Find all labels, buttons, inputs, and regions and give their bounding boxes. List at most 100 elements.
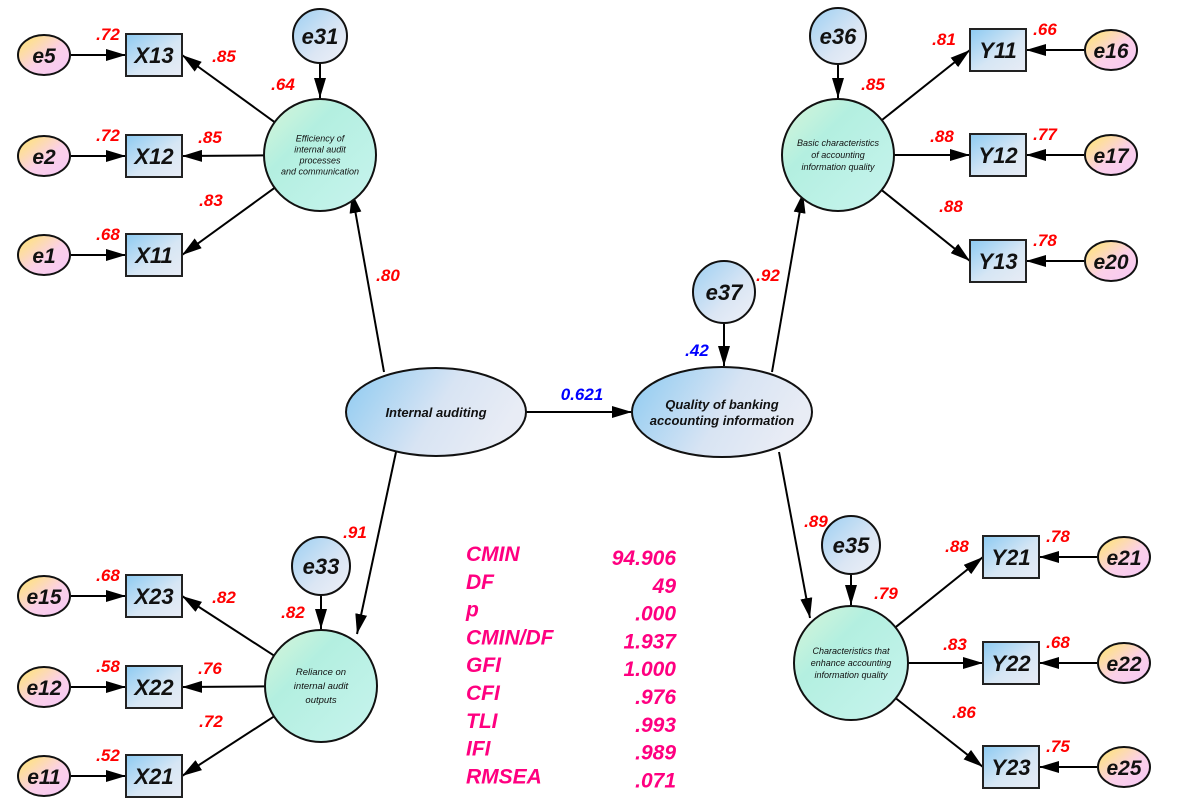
indicator-r2-y11: .66 — [1033, 20, 1057, 39]
error-term-e2 — [17, 135, 71, 177]
loading-arrow-y13 — [881, 189, 971, 262]
factor-r2-ce: .79 — [874, 584, 898, 603]
indicator-label-y22: Y22 — [991, 651, 1031, 676]
disturbance-e35 — [821, 515, 881, 575]
latent-factor-label-line: Reliance on — [296, 667, 346, 678]
indicator-label-x23: X23 — [132, 584, 173, 609]
fit-index-name: IFI — [466, 738, 492, 761]
loading-arrow-x21 — [181, 715, 275, 777]
second-order-path-re — [355, 451, 397, 635]
fit-index-value: .976 — [635, 686, 676, 709]
error-term-e12 — [17, 666, 71, 708]
indicator-label-y23: Y23 — [991, 755, 1030, 780]
loading-arrow-y23 — [895, 697, 984, 768]
latent-factor-label-line: information quality — [801, 162, 875, 172]
indicator-box-y22 — [982, 641, 1040, 685]
indicator-box-y13 — [969, 239, 1027, 283]
paths-layer — [71, 44, 1097, 782]
indicator-label-y13: Y13 — [978, 249, 1017, 274]
fit-index-value: .000 — [635, 603, 676, 626]
indicator-box-y21 — [982, 535, 1040, 579]
error-label-e5: e5 — [32, 45, 56, 68]
disturbance-label-e36: e36 — [820, 24, 857, 49]
indicator-r2-x11: .68 — [96, 225, 120, 244]
second-order-loading-ce: .89 — [804, 512, 828, 531]
loading-arrow-x13 — [181, 54, 276, 123]
indicator-label-x11: X11 — [133, 243, 173, 268]
indicator-label-y12: Y12 — [978, 143, 1018, 168]
latent-factor-label-line: processes — [298, 156, 341, 166]
fit-index-name: TLI — [466, 710, 499, 733]
latent-factor-label-line: internal audit — [294, 145, 346, 155]
indicator-box-x11 — [125, 233, 183, 277]
fit-index-name: CMIN — [466, 543, 520, 566]
second-order-loading-bc: .92 — [756, 266, 780, 285]
error-term-e21 — [1097, 536, 1151, 578]
fit-index-value: .989 — [635, 742, 676, 765]
second-order-loading-ef: .80 — [376, 266, 400, 285]
error-term-e1 — [17, 234, 71, 276]
indicator-box-x22 — [125, 665, 183, 709]
latent-factor-label-line: Characteristics that — [812, 646, 890, 656]
latent-factor-re — [264, 629, 378, 743]
error-label-e17: e17 — [1093, 145, 1129, 168]
loading-x11: .83 — [199, 191, 223, 210]
indicator-r2-x23: .68 — [96, 566, 120, 585]
indicator-label-x12: X12 — [132, 144, 174, 169]
loading-x21: .72 — [199, 712, 223, 731]
loading-x13: .85 — [212, 47, 236, 66]
fit-index-name: DF — [466, 571, 495, 594]
indicator-box-y11 — [969, 28, 1027, 72]
second-order-path-bc — [771, 192, 806, 373]
indicator-label-x21: X21 — [132, 764, 173, 789]
indicator-label-x22: X22 — [132, 675, 174, 700]
latent-factor-label-line: Basic characteristics — [797, 138, 880, 148]
labels-layer: 0.621X13e5.72.85X12e2.72.85X11e1.68.83Ef… — [26, 20, 1141, 789]
fit-index-name: GFI — [466, 654, 502, 677]
error-term-e15 — [17, 575, 71, 617]
loading-arrow-y11 — [881, 49, 971, 121]
indicator-r2-y12: .77 — [1033, 125, 1058, 144]
indicator-r2-x22: .58 — [96, 657, 120, 676]
factor-r2-re: .82 — [281, 603, 305, 622]
disturbance-label-e35: e35 — [833, 533, 870, 558]
fit-index-value: .071 — [635, 769, 676, 792]
indicator-label-y11: Y11 — [979, 38, 1017, 63]
fit-index-value: 1.000 — [623, 658, 676, 681]
loading-arrow-x23 — [181, 595, 275, 657]
loading-arrow-x12 — [181, 149, 265, 162]
fit-index-value: 94.906 — [612, 547, 677, 570]
disturbance-e36 — [809, 7, 867, 65]
error-term-e17 — [1084, 134, 1138, 176]
main-latent-ia — [345, 367, 527, 457]
indicator-box-x23 — [125, 574, 183, 618]
fit-index-value: 49 — [652, 575, 677, 598]
disturbance-e31 — [292, 8, 348, 64]
error-term-e22 — [1097, 642, 1151, 684]
indicator-box-y12 — [969, 133, 1027, 177]
fit-index-name: CMIN/DF — [466, 626, 555, 649]
main-latent-label-line: Quality of banking — [665, 397, 778, 412]
indicator-label-x13: X13 — [132, 43, 173, 68]
factor-r2-ef: .64 — [271, 75, 295, 94]
loading-y12: .88 — [930, 127, 954, 146]
error-label-e12: e12 — [26, 677, 61, 700]
disturbance-e33 — [291, 536, 351, 596]
indicator-box-y23 — [982, 745, 1040, 789]
error-label-e11: e11 — [27, 766, 60, 789]
error-label-e25: e25 — [1106, 757, 1141, 780]
main-latent-label-line: accounting information — [650, 413, 795, 428]
latent-factor-label-line: outputs — [305, 695, 336, 706]
loading-y13: .88 — [939, 197, 963, 216]
latent-factor-ef — [263, 98, 377, 212]
indicator-r2-y22: .68 — [1046, 633, 1070, 652]
error-term-e11 — [17, 755, 71, 797]
latent-factor-label-line: Efficiency of — [296, 134, 346, 144]
indicator-r2-x12: .72 — [96, 126, 120, 145]
r2-quality-banking: .42 — [685, 341, 709, 360]
main-latent-label-line: Internal auditing — [385, 405, 486, 420]
indicator-box-x21 — [125, 754, 183, 798]
main-latent-qb — [631, 366, 813, 458]
structural-coefficient: 0.621 — [561, 385, 604, 404]
